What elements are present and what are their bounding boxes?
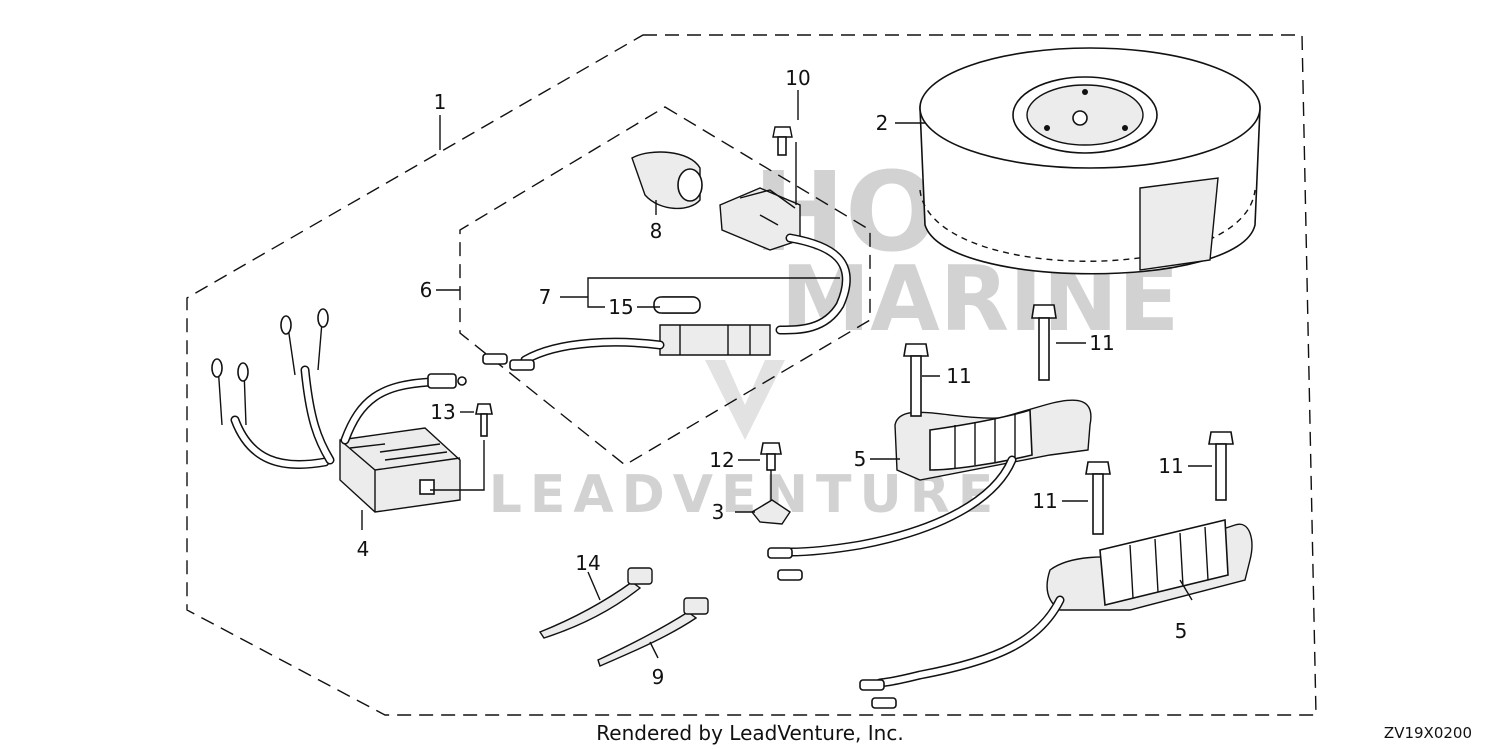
watermark-logo <box>705 360 785 440</box>
callout-4: 4 <box>357 537 370 561</box>
harness-part <box>482 126 851 371</box>
callout-13: 13 <box>430 400 455 424</box>
callout-14: 14 <box>575 551 600 575</box>
callout-12: 12 <box>709 448 734 472</box>
bolts-11 <box>903 304 1234 535</box>
cable-ties <box>538 567 709 667</box>
callout-7: 7 <box>539 285 552 309</box>
callout-11-c: 11 <box>1158 454 1183 478</box>
callout-6: 6 <box>420 278 433 302</box>
drawing-code: ZV19X0200 <box>1384 724 1472 742</box>
callout-9: 9 <box>652 665 665 689</box>
bolt-13 <box>430 403 493 491</box>
leader-lines <box>361 90 1212 659</box>
callouts: 1 2 3 4 5 5 6 7 8 9 10 11 11 11 11 12 13… <box>357 66 1188 689</box>
coil-5-upper <box>767 399 1092 581</box>
callout-3: 3 <box>712 500 725 524</box>
flywheel-part <box>919 47 1261 275</box>
assembly-outlines <box>186 34 1317 716</box>
coil-5-lower <box>859 518 1253 709</box>
callout-11-d: 11 <box>1032 489 1057 513</box>
rendered-by-credit: Rendered by LeadVenture, Inc. <box>596 721 903 745</box>
assembly-1-outline <box>186 34 1317 716</box>
callout-2: 2 <box>876 111 889 135</box>
callout-11-a: 11 <box>1089 331 1114 355</box>
callout-5-lower: 5 <box>1175 619 1188 643</box>
callout-10: 10 <box>785 66 810 90</box>
callout-1: 1 <box>434 90 447 114</box>
callout-5-upper: 5 <box>854 447 867 471</box>
rectifier-part <box>211 308 467 513</box>
callout-15: 15 <box>608 295 633 319</box>
callout-11-b: 11 <box>946 364 971 388</box>
fuse-15 <box>653 296 701 314</box>
callout-8: 8 <box>650 219 663 243</box>
bolt-12-and-clamp-3 <box>750 442 791 525</box>
assembly-6-outline <box>459 106 871 466</box>
